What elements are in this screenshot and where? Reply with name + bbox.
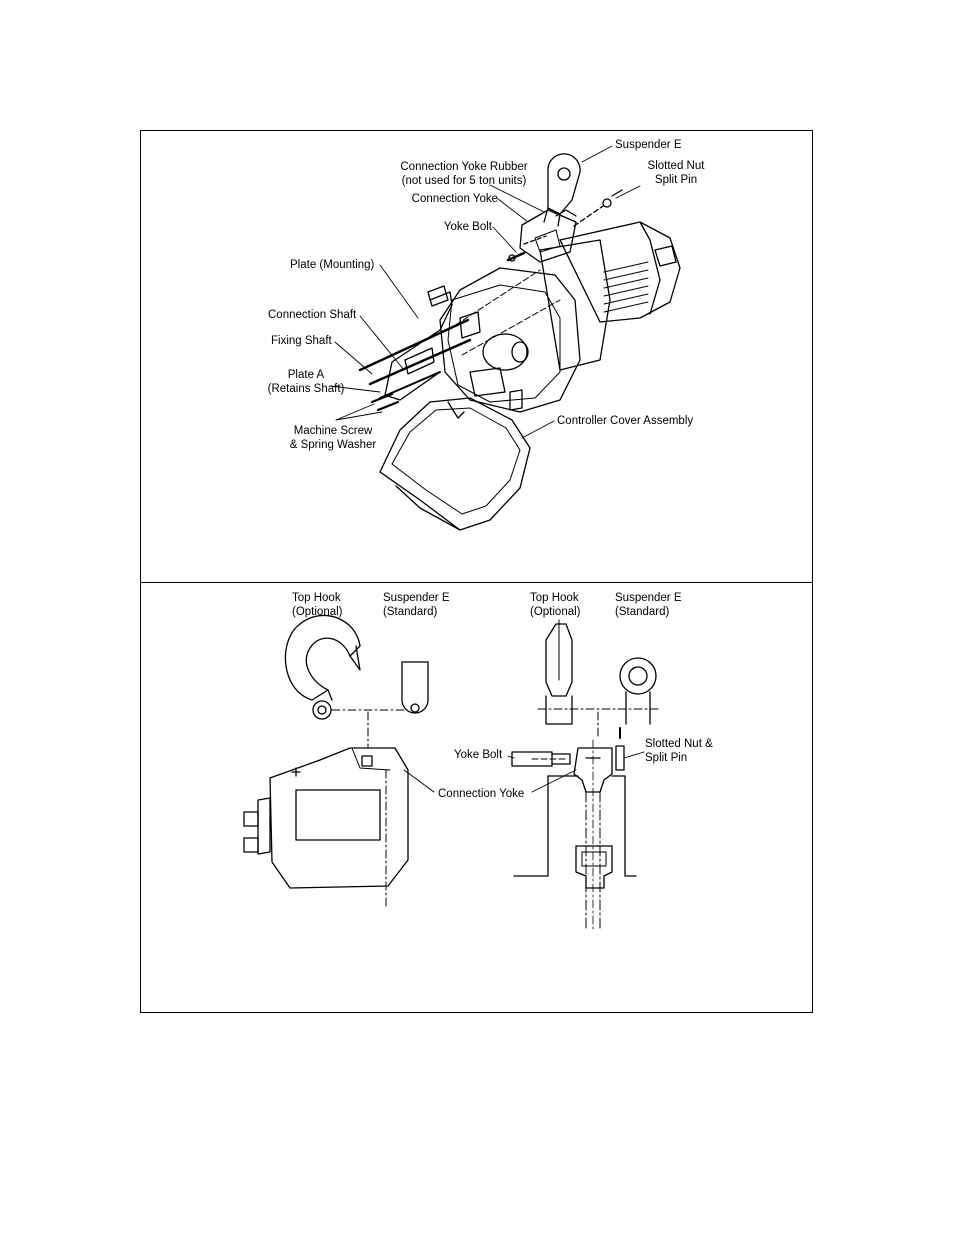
label-right-suspender-line1: Suspender E: [615, 592, 682, 604]
exploded-hoist-drawing: [358, 153, 681, 531]
label-machine-screw: Machine Screw & Spring Washer: [278, 424, 388, 452]
label-machine-screw-line1: Machine Screw: [293, 425, 373, 437]
label-right-slotted-nut-line1: Slotted Nut &: [645, 738, 713, 750]
label-controller-cover: Controller Cover Assembly: [557, 415, 694, 427]
label-plate-a: Plate A (Retains Shaft): [248, 368, 364, 396]
label-plate-a-line1: Plate A: [287, 369, 325, 381]
side-view-drawing: [243, 614, 435, 909]
label-right-suspender-line2: (Standard): [615, 606, 670, 618]
label-connection-yoke: Connection Yoke: [411, 193, 498, 205]
label-yoke-rubber-line1: Connection Yoke Rubber: [400, 161, 528, 173]
label-slotted-nut-split-pin: Slotted Nut Split Pin: [636, 159, 716, 187]
label-left-suspender-line2: (Standard): [383, 606, 438, 618]
label-left-top-hook-line2: (Optional): [292, 606, 343, 618]
panel-divider: [140, 582, 813, 583]
label-fixing-shaft: Fixing Shaft: [271, 335, 332, 347]
label-right-suspender: Suspender E (Standard): [615, 591, 682, 619]
label-yoke-rubber-line2: (not used for 5 ton units): [401, 175, 527, 187]
label-right-slotted-nut: Slotted Nut & Split Pin: [645, 737, 713, 765]
label-left-top-hook: Top Hook (Optional): [292, 591, 343, 619]
label-yoke-rubber: Connection Yoke Rubber (not used for 5 t…: [376, 160, 552, 188]
label-plate-a-line2: (Retains Shaft): [267, 383, 345, 395]
label-machine-screw-line2: & Spring Washer: [289, 439, 377, 451]
label-left-suspender: Suspender E (Standard): [383, 591, 450, 619]
label-right-top-hook: Top Hook (Optional): [530, 591, 581, 619]
label-suspender-e: Suspender E: [615, 139, 682, 151]
label-right-top-hook-line2: (Optional): [530, 606, 581, 618]
figure-frame: [140, 130, 813, 1013]
label-right-top-hook-line1: Top Hook: [530, 592, 579, 604]
top-leader-lines: [329, 145, 641, 439]
label-connection-shaft: Connection Shaft: [268, 309, 357, 321]
label-left-top-hook-line1: Top Hook: [292, 592, 341, 604]
front-view-drawing: [507, 619, 661, 931]
label-left-connection-yoke: Connection Yoke: [438, 788, 525, 800]
label-slotted-nut: Slotted Nut: [647, 160, 705, 172]
label-plate-mounting: Plate (Mounting): [290, 259, 375, 271]
label-right-yoke-bolt: Yoke Bolt: [454, 749, 503, 761]
label-yoke-bolt: Yoke Bolt: [443, 221, 492, 233]
label-split-pin: Split Pin: [654, 174, 698, 186]
label-left-suspender-line1: Suspender E: [383, 592, 450, 604]
label-right-slotted-nut-line2: Split Pin: [645, 752, 688, 764]
